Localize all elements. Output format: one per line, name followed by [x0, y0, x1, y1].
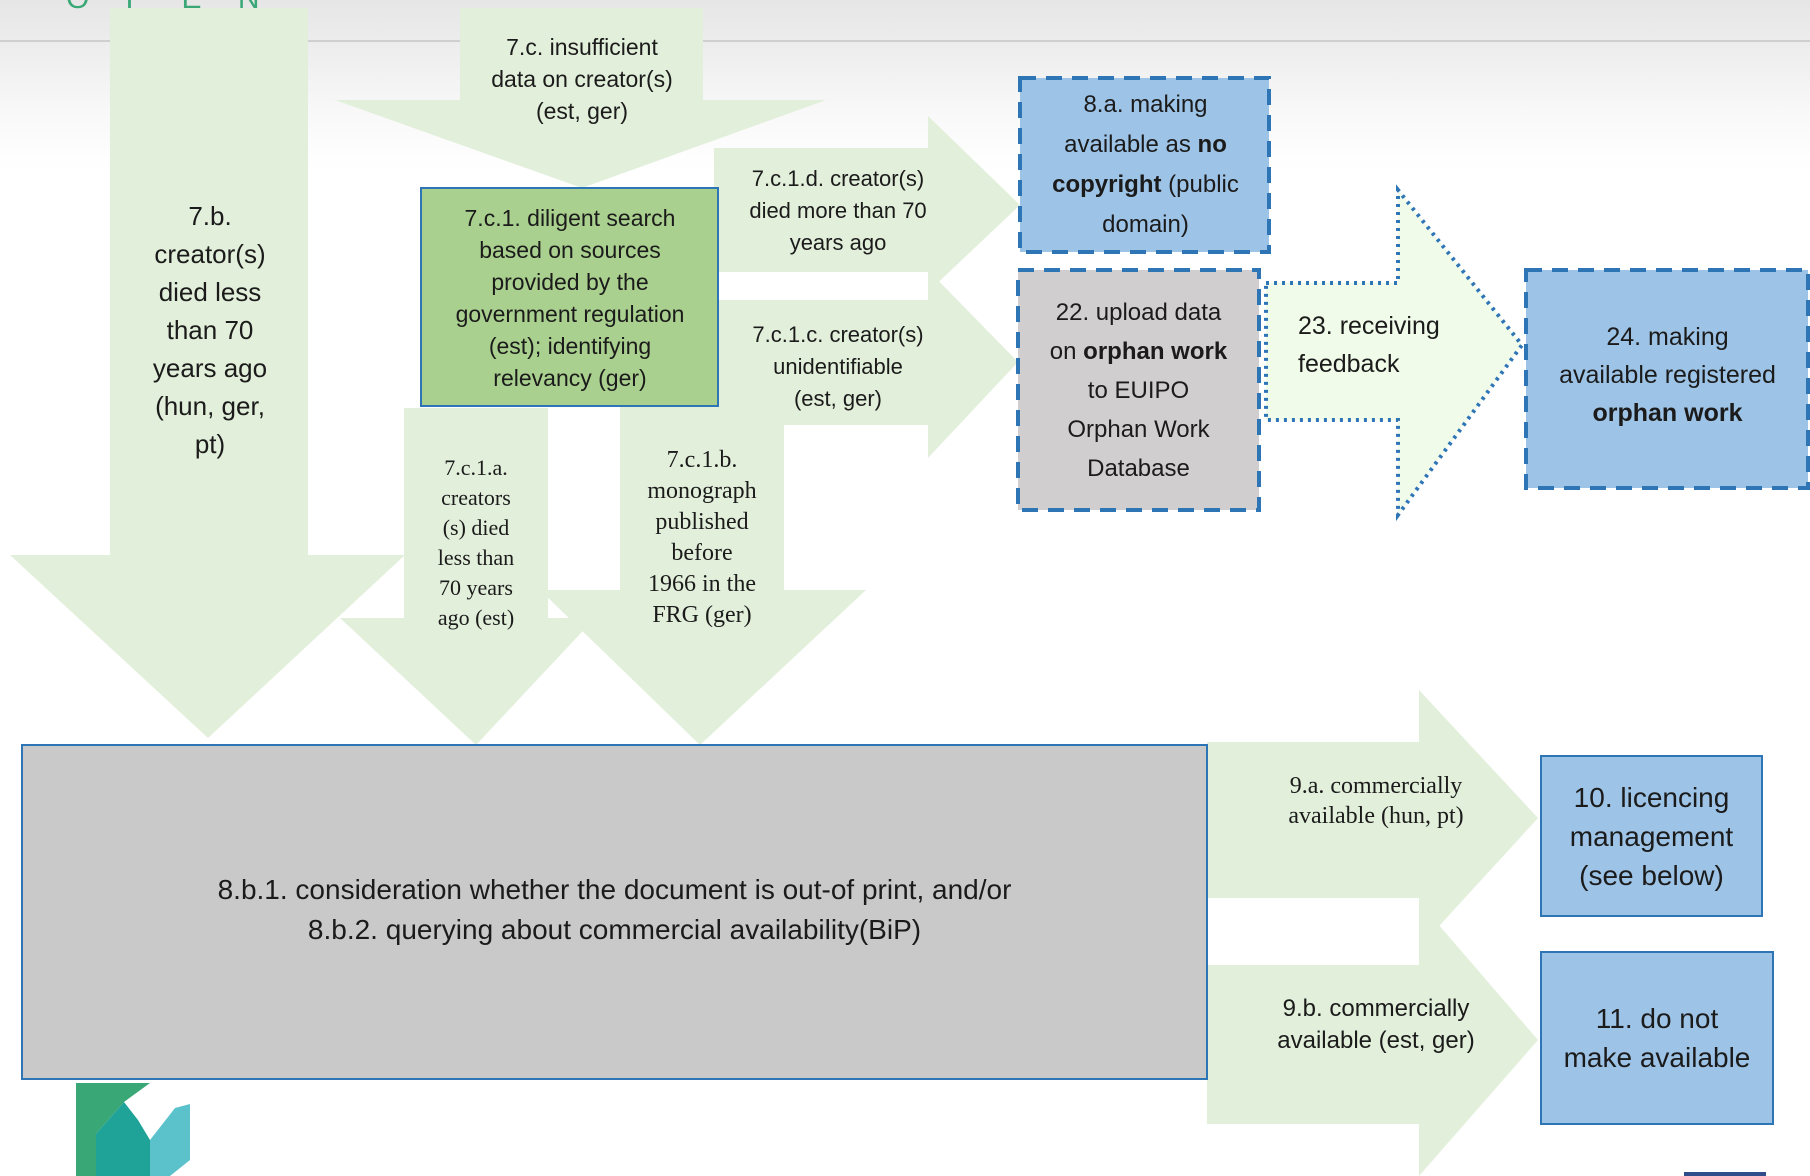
arrow-7c1d	[714, 116, 1020, 292]
footer-mark	[1684, 1172, 1766, 1176]
arrow-9b	[1207, 902, 1538, 1176]
node-22-label: 22. upload data on orphan work to EUIPO …	[1049, 298, 1228, 482]
node-7c1b-label: 7.c.1.b. monograph published before 1966…	[647, 447, 757, 628]
arrow-7b	[10, 8, 405, 738]
arrow-7c1c	[714, 270, 1018, 458]
node-9a-label: 9.a. commercially available (hun, pt)	[1288, 773, 1464, 829]
arrow-7c1b	[540, 405, 866, 745]
node-7c-label: 7.c. insufficient data on creator(s) (es…	[491, 33, 673, 124]
box-8a	[1018, 76, 1271, 254]
node-7c1-label: 7.c.1. diligent search based on sources …	[455, 204, 685, 391]
node-8a-label: 8.a. making available as no copyright (p…	[1052, 91, 1239, 238]
arrow-23	[1264, 184, 1525, 522]
node-7c1a-label: 7.c.1.a. creators (s) died less than 70 …	[437, 455, 515, 630]
arrow-7c1a	[340, 408, 595, 745]
header-divider	[0, 40, 1810, 42]
box-8b	[21, 744, 1208, 1080]
arrow-7c	[335, 8, 826, 188]
node-7c1d-label: 7.c.1.d. creator(s) died more than 70 ye…	[749, 166, 927, 255]
arrow-9a	[1207, 690, 1538, 948]
box-22	[1016, 268, 1261, 512]
node-7b-label: 7.b. creator(s) died less than 70 years …	[152, 201, 268, 459]
node-10-label: 10. licencing management (see below)	[1569, 781, 1734, 891]
node-23-label: 23. receiving feedback	[1298, 312, 1440, 378]
node-11-label: 11. do not make available	[1563, 1003, 1751, 1073]
box-7c1	[420, 187, 719, 407]
node-24-label: 24. making available registered orphan w…	[1559, 323, 1776, 427]
node-8b-label: 8.b.1. consideration whether the documen…	[217, 874, 1012, 945]
node-7c1c-label: 7.c.1.c. creator(s) unidentifiable (est,…	[752, 322, 924, 411]
box-24	[1524, 268, 1810, 490]
brand-logo-icon	[76, 1083, 190, 1176]
box-10	[1540, 755, 1763, 917]
node-9b-label: 9.b. commercially available (est, ger)	[1277, 995, 1475, 1054]
box-11	[1540, 951, 1774, 1125]
